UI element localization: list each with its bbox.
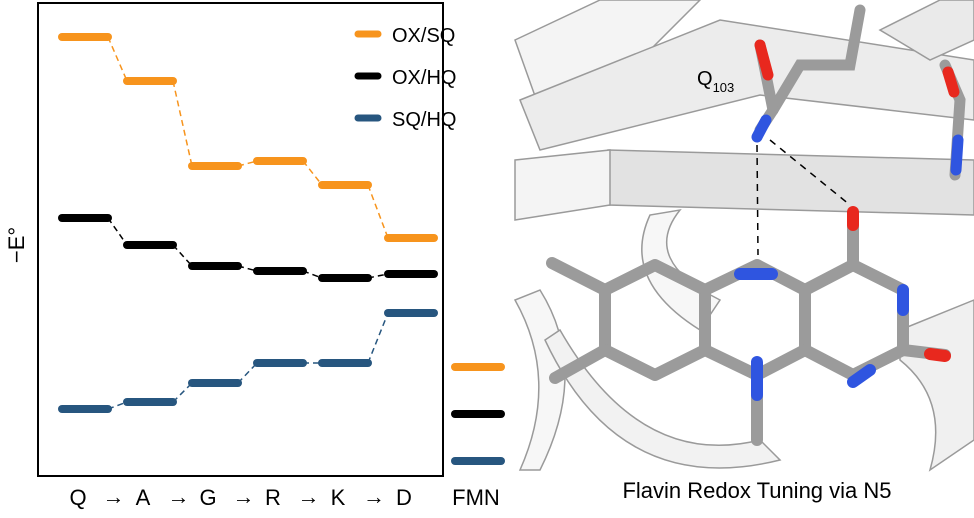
- glutamine-sidechain: [751, 4, 966, 181]
- x-tick-label: G: [199, 485, 216, 510]
- level-connector: [302, 270, 323, 279]
- y-axis-label: −E°: [4, 227, 29, 263]
- arrow-icon: →: [233, 484, 255, 509]
- arrow-icon: →: [298, 484, 320, 509]
- x-tick-label: A: [136, 485, 151, 510]
- level-connector: [172, 244, 193, 267]
- structure-caption: Flavin Redox Tuning via N5: [622, 478, 891, 503]
- isoalloxazine-ring: [546, 209, 951, 446]
- level-connector: [302, 160, 323, 186]
- level-connector: [107, 401, 128, 410]
- level-connector: [172, 382, 193, 403]
- x-tick-label: K: [331, 485, 346, 510]
- x-tick-label: Q: [69, 485, 86, 510]
- level-connector: [367, 312, 389, 364]
- level-connector: [107, 217, 128, 246]
- residue-label: Q103: [697, 68, 734, 95]
- protein-ribbon: [513, 0, 974, 472]
- x-tick-label: D: [396, 485, 412, 510]
- legend-label: OX/SQ: [392, 25, 455, 47]
- level-connector: [237, 362, 258, 384]
- level-connector: [237, 265, 258, 272]
- plot-frame: [37, 2, 444, 477]
- level-connector: [107, 36, 128, 82]
- level-connector: [172, 80, 193, 167]
- arrow-icon: →: [363, 484, 385, 509]
- legend-label: OX/HQ: [392, 67, 456, 89]
- hydrogen-bonds: [756, 139, 851, 256]
- level-connector: [367, 273, 389, 279]
- x-tick-label: R: [265, 485, 281, 510]
- level-connector: [237, 160, 258, 167]
- x-tick-label-reference: FMN: [452, 485, 500, 510]
- level-connector: [367, 184, 389, 239]
- legend-label: SQ/HQ: [392, 109, 456, 131]
- arrow-icon: →: [168, 484, 190, 509]
- redox-level-chart: −E° OX/SQ OX/HQ SQ/HQ Q → A → G → R → K → D FMN: [4, 2, 505, 510]
- arrow-icon: →: [103, 484, 125, 509]
- ring-heteroatoms: [734, 206, 951, 401]
